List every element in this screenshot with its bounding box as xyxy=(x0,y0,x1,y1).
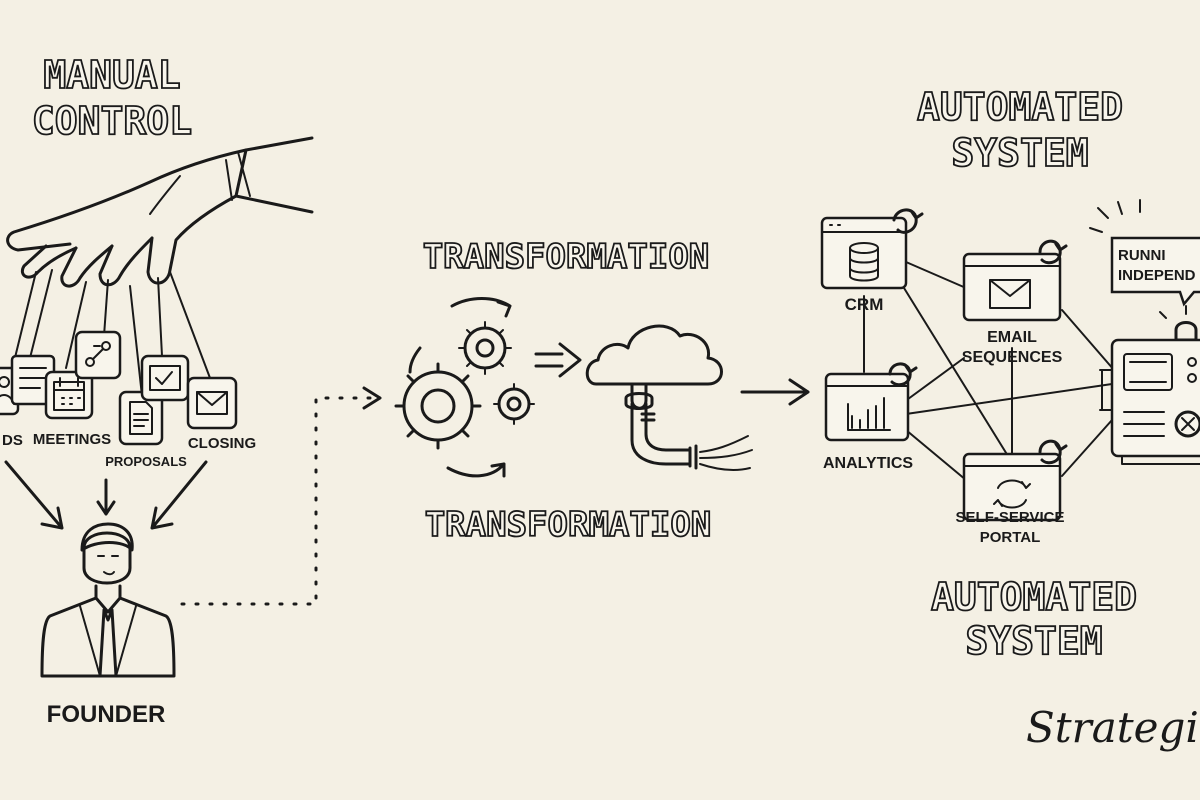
heading-transformation-top: TRANSFORMATION xyxy=(423,237,710,277)
heading-system-bottom: SYSTEM xyxy=(965,619,1102,663)
bar-chart-icon xyxy=(824,362,918,442)
calendar-icon xyxy=(44,370,94,420)
heading-transformation-bottom: TRANSFORMATION xyxy=(425,505,712,545)
hand-icon xyxy=(6,136,314,288)
envelope-icon xyxy=(186,376,238,430)
gear-icon xyxy=(394,297,535,478)
heading-automated-bottom: AUTOMATED xyxy=(931,575,1137,619)
task-label-proposals: PROPOSALS xyxy=(105,454,187,469)
puppet-strings xyxy=(9,269,211,397)
task-label-ds: DS xyxy=(2,432,23,449)
portal-label-2: PORTAL xyxy=(980,529,1041,546)
bubble-line-2: INDEPEND xyxy=(1118,267,1196,284)
arrows-to-founder xyxy=(4,460,208,530)
document-icon-2 xyxy=(118,390,164,446)
heading-automated-top: AUTOMATED xyxy=(917,85,1123,129)
machine-icon xyxy=(1099,305,1200,465)
founder-label: FOUNDER xyxy=(47,701,166,728)
dotted-connector xyxy=(180,386,382,606)
checklist-icon xyxy=(140,354,190,402)
database-icon xyxy=(820,208,924,290)
envelope-node-icon xyxy=(962,239,1068,322)
task-label-meetings: MEETINGS xyxy=(33,431,111,448)
analytics-label: ANALYTICS xyxy=(823,455,913,472)
network-lines xyxy=(863,261,1115,481)
signature: Strategic S xyxy=(1026,703,1200,752)
crm-label: CRM xyxy=(845,295,884,314)
flow-icon xyxy=(74,330,122,380)
heading-control: CONTROL xyxy=(32,99,192,143)
short-arrow xyxy=(534,342,582,378)
email-label-1: EMAIL xyxy=(987,329,1037,346)
cloud-pipe-icon xyxy=(585,324,753,472)
heading-system-top: SYSTEM xyxy=(951,131,1088,175)
arrow-to-system xyxy=(740,378,810,406)
task-label-closing: CLOSING xyxy=(188,435,256,452)
refresh-icon xyxy=(962,439,1068,522)
document-icon xyxy=(10,354,56,406)
person-icon xyxy=(40,522,176,678)
bubble-line-1: RUNNI xyxy=(1118,247,1166,264)
heading-manual: MANUAL xyxy=(43,53,180,97)
speech-bubble xyxy=(1089,199,1200,307)
email-label-2: SEQUENCES xyxy=(962,349,1063,366)
portal-label-1: SELF-SERVICE xyxy=(956,509,1065,526)
